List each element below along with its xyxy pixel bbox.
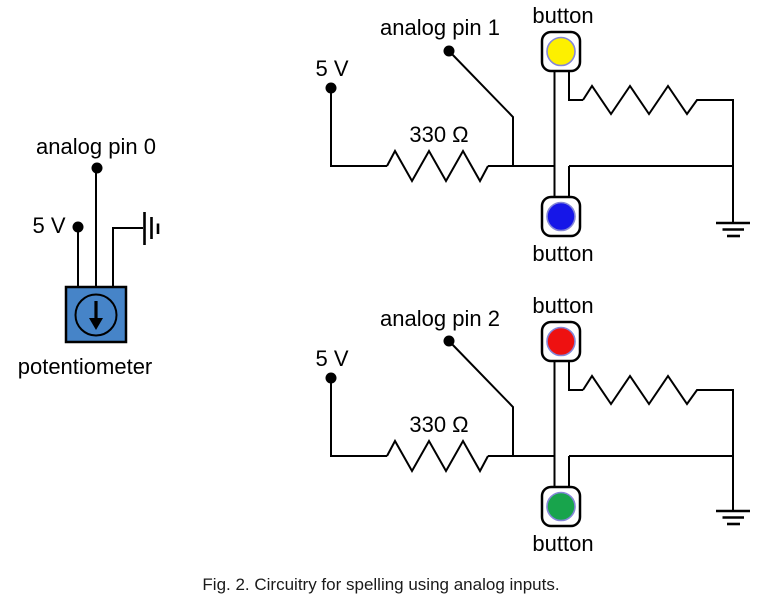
pot-ground-wire — [112, 227, 143, 288]
c1-bottom-button-label: button — [532, 241, 593, 266]
c2-5v-wire — [330, 381, 387, 457]
analog-pin-0-terminal-dot — [91, 162, 103, 174]
potentiometer-circuit: analog pin 0 5 V potentiometer — [18, 134, 160, 379]
c2-bottom-button-label: button — [532, 531, 593, 556]
c1-yellow-button-cap — [546, 36, 576, 67]
c1-ground-icon — [716, 221, 750, 238]
pot-5v-terminal-dot — [72, 221, 84, 233]
c2-5v-label: 5 V — [315, 346, 348, 371]
potentiometer-arrow-icon — [89, 301, 103, 330]
c1-5v-terminal-dot — [325, 82, 337, 94]
c1-blue-button-cap — [546, 201, 576, 232]
analog-pin-1-label: analog pin 1 — [380, 15, 500, 40]
c1-5v-label: 5 V — [315, 56, 348, 81]
c2-green-button — [540, 485, 582, 528]
analog-pin-1-wire — [448, 50, 514, 166]
c2-330ohm-resistor — [386, 438, 489, 474]
c1-resistor-value-label: 330 Ω — [409, 122, 468, 147]
figure-caption: Fig. 2. Circuitry for spelling using ana… — [202, 575, 559, 594]
c1-top-button-label: button — [532, 3, 593, 28]
pot-5v-label: 5 V — [32, 213, 65, 238]
pot-ground-icon — [143, 212, 160, 245]
c1-top-button-right-lead — [568, 71, 583, 101]
c2-5v-terminal-dot — [325, 372, 337, 384]
c2-green-button-cap — [546, 491, 576, 522]
c1-330ohm-resistor — [386, 148, 489, 184]
c2-red-button-cap — [546, 326, 576, 357]
c2-top-button-right-lead — [568, 361, 583, 391]
c1-yellow-button — [540, 30, 582, 73]
c1-5v-wire — [330, 91, 387, 167]
c1-blue-button — [540, 195, 582, 238]
c2-red-button — [540, 320, 582, 363]
circuit-analog-pin-1: analog pin 1 5 V 330 Ω button button — [315, 3, 750, 266]
potentiometer-dial-ring — [74, 293, 118, 337]
potentiometer-label: potentiometer — [18, 354, 153, 379]
circuit-analog-pin-2: analog pin 2 5 V 330 Ω button button — [315, 293, 750, 556]
analog-pin-0-label: analog pin 0 — [36, 134, 156, 159]
analog-pin-2-wire — [448, 340, 514, 456]
c1-pulldown-resistor — [582, 84, 734, 222]
c2-ground-icon — [716, 509, 750, 526]
c2-resistor-value-label: 330 Ω — [409, 412, 468, 437]
c2-top-button-label: button — [532, 293, 593, 318]
analog-pin-2-label: analog pin 2 — [380, 306, 500, 331]
c2-pulldown-resistor — [582, 374, 734, 510]
